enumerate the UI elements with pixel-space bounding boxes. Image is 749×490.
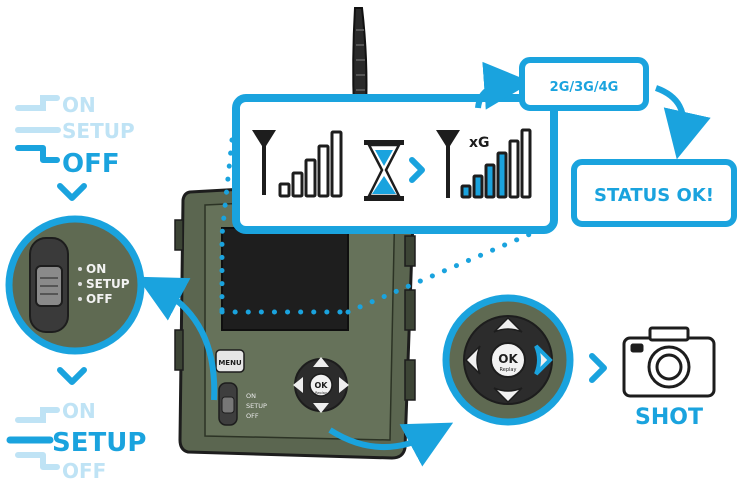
hourglass-icon (364, 140, 404, 201)
network-box: 2G/3G/4G (519, 57, 649, 111)
chevron-down-icon (57, 183, 87, 201)
antenna-icon (436, 130, 460, 198)
chevron-right-icon (589, 353, 607, 383)
camera-screen (221, 227, 349, 331)
camera-menu-button[interactable] (215, 349, 245, 373)
camera-dpad[interactable]: OK Replay (293, 357, 349, 413)
status-box: STATUS OK! (571, 159, 737, 227)
switch-bottom-setup: SETUP (52, 428, 146, 458)
arrow-switch-to-zoom (136, 276, 218, 401)
camera-switch-setup: SETUP (246, 402, 267, 410)
camera-switch-on: ON (246, 392, 256, 400)
switch-top-setup: SETUP (62, 119, 135, 143)
status-label: STATUS OK! (594, 185, 714, 206)
signal-bars-icon (278, 130, 343, 198)
dpad-zoom-ok-sublabel: Replay (500, 367, 517, 373)
switch-bottom-on: ON (62, 399, 96, 423)
camera-switch-off: OFF (246, 412, 259, 420)
arrow-dpad-to-zoom (328, 422, 454, 467)
signal-panel: xG (232, 94, 558, 234)
xg-label: xG (469, 135, 490, 151)
dpad-zoom-ok-button[interactable] (490, 342, 526, 378)
switch-slider-icon (15, 95, 60, 111)
zoom-connector-dots (219, 137, 538, 315)
camera-ok-sublabel: Replay (315, 391, 327, 395)
dpad-zoom-circle: OK Replay (442, 294, 574, 426)
dpad-zoom-ok-label: OK (498, 352, 518, 366)
camera-ok-label: OK (315, 381, 329, 390)
switch-indicator-bottom: ON SETUP OFF (6, 399, 146, 483)
switch-zoom-on: ON (86, 262, 106, 276)
switch-indicator-top: ON SETUP OFF (15, 93, 135, 179)
signal-bars-icon (460, 128, 532, 199)
camera-icon (622, 326, 716, 398)
switch-bottom-off: OFF (62, 459, 106, 483)
chevron-right-icon (409, 157, 425, 183)
camera-menu-label: MENU (218, 359, 242, 367)
shot-label: SHOT (635, 405, 703, 430)
switch-zoom-off: OFF (86, 292, 113, 306)
switch-zoom-circle: ON SETUP OFF (5, 215, 145, 355)
network-label: 2G/3G/4G (550, 80, 619, 95)
trail-camera: MENU ON SETUP OFF OK Replay (174, 178, 416, 460)
arrow-to-network (475, 61, 532, 110)
chevron-down-icon (57, 367, 87, 385)
arrow-to-status (654, 85, 711, 160)
switch-zoom-setup: SETUP (86, 277, 130, 291)
antenna-icon (252, 130, 276, 195)
switch-top-off: OFF (62, 149, 120, 179)
dpad-zoom-buttons[interactable] (464, 316, 553, 404)
switch-top-on: ON (62, 93, 96, 117)
